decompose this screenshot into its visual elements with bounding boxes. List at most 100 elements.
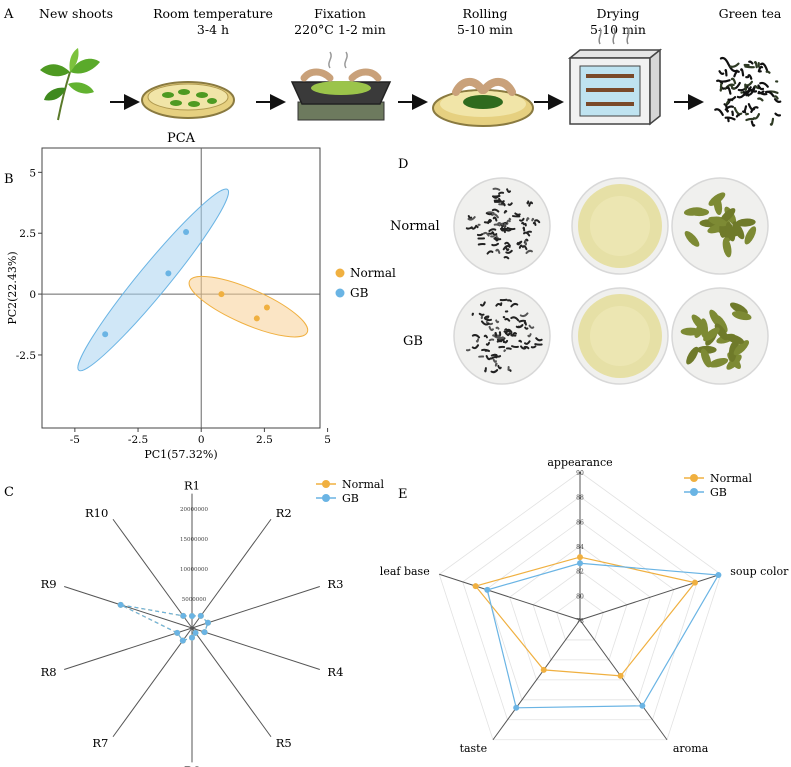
process-flow: New shoots Room temperature 3-4 h Fixati…: [39, 6, 782, 127]
tea-shoot-icon: [40, 48, 100, 121]
radar-tick-label: 90: [576, 470, 584, 477]
dry-tea-strand: [523, 345, 530, 350]
radar-point-normal: [540, 666, 547, 673]
dry-tea-strand: [503, 256, 510, 260]
dry-tea-strand: [483, 334, 488, 339]
radar-point-gb: [192, 629, 199, 636]
dry-tea-strand: [511, 345, 519, 349]
radar-axis-label: leaf base: [380, 565, 430, 578]
radar-spoke: [191, 627, 272, 738]
infused-leaf: [683, 207, 704, 216]
dry-tea-strand: [490, 353, 498, 357]
radar-tick-label: 78: [576, 618, 584, 625]
dry-tea-strand: [493, 223, 501, 227]
radar-point-gb: [179, 637, 186, 644]
radar-point-gb: [201, 629, 208, 636]
step-5-detail: 5-10 min: [590, 22, 646, 37]
radar-legend-label: Normal: [710, 472, 752, 485]
radar-spoke: [492, 619, 581, 741]
dry-tea-strand: [504, 246, 510, 252]
dry-tea-strand: [482, 231, 490, 237]
radar-tick-label: 86: [576, 519, 584, 526]
radar-point-gb: [189, 634, 195, 641]
radar-axis-label: R2: [276, 506, 292, 520]
dry-tea-strand: [508, 217, 512, 221]
dry-tea-strand: [480, 320, 490, 326]
radar-point-normal: [472, 583, 479, 590]
radar-spoke: [191, 627, 320, 671]
pca-legend-label: Normal: [350, 266, 396, 280]
radar-tick-label: 80: [576, 593, 584, 600]
dry-tea-strand: [503, 210, 508, 214]
radar-grid-ring: [556, 594, 604, 641]
dry-tea-strand: [504, 317, 511, 322]
infused-leaf: [730, 302, 748, 315]
dry-tea-strand: [494, 362, 498, 367]
pca-point-gb: [165, 270, 172, 277]
pca-legend-label: GB: [350, 286, 369, 300]
withering-tray-icon: [141, 81, 235, 119]
dry-tea-strand: [476, 233, 484, 237]
panel-label-e: E: [398, 487, 408, 502]
dry-tea-strand: [492, 216, 498, 222]
radar-axis-label: R9: [41, 577, 57, 591]
radar-tick-label: 88: [576, 495, 584, 502]
radar-point-gb: [484, 586, 491, 593]
dry-tea-strand: [515, 324, 524, 329]
panel-label-d: D: [398, 157, 408, 172]
dry-tea-strand: [490, 369, 499, 374]
photo-row-label-normal: Normal: [390, 219, 440, 234]
radar-chart-metabolites: R1R2R3R4R5R6R7R8R9R100500000010000000150…: [41, 478, 385, 767]
radar-point-normal: [577, 554, 583, 561]
radar-point-gb: [189, 613, 195, 619]
dry-tea-strand: [528, 201, 534, 207]
photo-row-label-gb: GB: [403, 334, 423, 349]
radar-series-gb: [486, 562, 720, 709]
radar-axis-label: taste: [460, 742, 488, 755]
dry-tea-strand: [492, 187, 501, 191]
infused-leaf: [732, 221, 745, 240]
radar-point-normal: [617, 672, 624, 679]
dry-tea-strand: [467, 216, 476, 221]
step-6-label: Green tea: [719, 6, 782, 21]
dry-tea-strand: [518, 244, 523, 249]
infused-leaf: [744, 226, 757, 245]
radar-point-gb: [174, 629, 181, 636]
radar-legend-label: GB: [342, 492, 359, 505]
pca-point-gb: [102, 331, 109, 338]
radar-axis-label: R4: [327, 665, 343, 679]
dry-tea-strand: [487, 218, 492, 225]
dry-tea-strand: [495, 326, 500, 330]
dry-tea-strand: [467, 215, 473, 220]
dry-tea-strand: [495, 302, 501, 307]
step-3-detail: 220°C 1-2 min: [294, 22, 386, 37]
dry-tea-strand: [518, 319, 527, 323]
dry-tea-strand: [471, 334, 481, 339]
panel-label-b: B: [4, 172, 14, 187]
dry-tea-strand: [532, 221, 537, 226]
radar-axis-label: R5: [276, 736, 292, 750]
radar-axis-label: aroma: [673, 742, 709, 755]
dry-tea-strand: [483, 315, 490, 319]
radar-grid-ring: [509, 545, 651, 681]
radar-spoke: [64, 585, 193, 629]
dry-tea-strand: [490, 355, 498, 360]
dry-tea-strand: [525, 217, 530, 222]
radar-axis-label: R10: [85, 506, 108, 520]
step-4-label: Rolling: [463, 6, 508, 21]
dry-tea-strand: [503, 349, 507, 353]
pca-point-normal: [263, 304, 270, 311]
dry-tea-strand: [510, 316, 520, 322]
pca-point-normal: [218, 291, 225, 298]
dry-tea-strand: [488, 231, 495, 235]
radar-spoke: [112, 627, 193, 738]
radar-tick-label: 15000000: [180, 537, 208, 543]
dry-tea-strand: [526, 230, 532, 234]
radar-point-gb: [180, 612, 187, 619]
dry-tea-strand: [503, 227, 512, 232]
radar-tick-label: 10000000: [180, 567, 208, 573]
dry-tea-strand: [494, 236, 499, 242]
radar-legend-marker: [322, 494, 330, 502]
infused-leaf: [709, 309, 722, 328]
